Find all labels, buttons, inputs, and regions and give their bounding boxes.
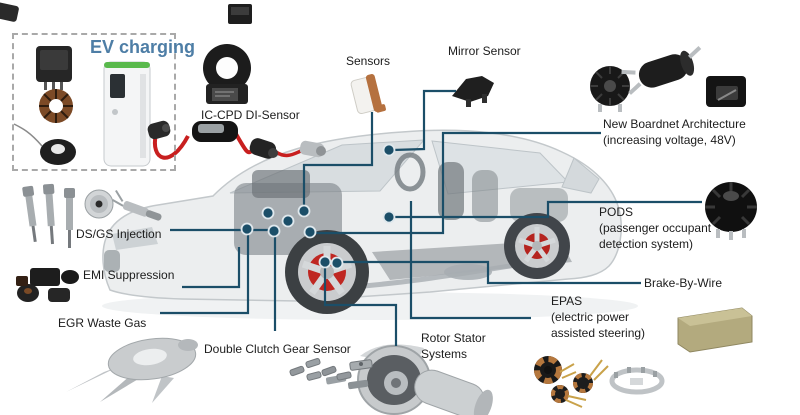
pods-toroid-icon [705,182,757,240]
label-rotor-line1: Rotor Stator [421,331,486,345]
line-sensors [302,112,374,210]
boardnet-relay-icon [706,76,746,107]
label-ic-cpd-di-sensor: IC-CPD DI-Sensor [201,108,300,122]
mirror-sensor-icon [452,76,494,107]
line-epas [409,201,531,320]
car-illustration [102,129,638,320]
ev-charging-dashed-box [12,33,176,171]
label-boardnet-line2: (increasing voltage, 48V) [603,133,736,147]
line-mirror-sensor [392,89,456,152]
label-rotor-line2: Systems [421,347,468,361]
label-rotor-stator: Rotor Stator Systems [421,330,486,362]
pressure-sensor-icon [350,74,386,115]
ev-connector-icon [36,46,72,90]
label-emi: EMI Suppression [83,268,175,282]
copper-toroid-icon [39,89,73,123]
label-pods-line1: PODS [599,205,634,219]
boardnet-capacitor-icon [621,46,702,95]
sensor-ring-icon [609,367,665,395]
corner-fragment-icon [0,2,252,24]
charge-cable-icon [147,120,326,160]
ic-cpd-sensor-icon [203,44,251,104]
line-rotor-stator [323,264,398,346]
line-egr [160,232,250,315]
connector-lines [160,89,702,346]
epas-module-icon [677,307,753,353]
boardnet-toroid-icon [590,66,630,112]
label-egr: EGR Waste Gas [58,316,147,330]
label-epas-line2: (electric power [551,310,630,324]
ev-charging-title: EV charging [90,37,196,57]
line-brake-by-wire [338,260,641,285]
line-emi [182,247,241,289]
label-pods-line3: detection system) [599,237,694,251]
glow-plug-icon [112,189,162,221]
label-pods: PODS (passenger occupant detection syste… [599,204,711,252]
line-boardnet [312,131,601,235]
gear-sensor-parts-icon [289,358,373,381]
egr-valve-icon [66,337,198,403]
line-pods [391,200,702,219]
pulley-icon [84,189,114,219]
fuel-injectors-icon [22,183,75,248]
emi-components-icon [16,268,79,302]
label-epas-line1: EPAS [551,294,583,308]
label-brake-by-wire: Brake-By-Wire [644,276,723,290]
ev-charging-station-icon [103,61,151,167]
label-dsgs: DS/GS Injection [76,227,162,241]
label-epas: EPAS (electric power assisted steering) [551,293,645,341]
label-epas-line3: assisted steering) [551,326,646,340]
rotor-stator-icon [325,344,493,415]
label-sensors: Sensors [346,54,391,68]
label-pods-line2: (passenger occupant [599,221,712,235]
connection-dots [240,143,396,270]
label-mirror-sensor: Mirror Sensor [448,44,521,58]
label-double-clutch: Double Clutch Gear Sensor [204,342,351,356]
ring-sensor-icon [13,123,76,165]
steering-inductors-icon [534,356,609,408]
label-boardnet: New Boardnet Architecture (increasing vo… [603,116,746,148]
label-boardnet-line1: New Boardnet Architecture [603,117,746,131]
